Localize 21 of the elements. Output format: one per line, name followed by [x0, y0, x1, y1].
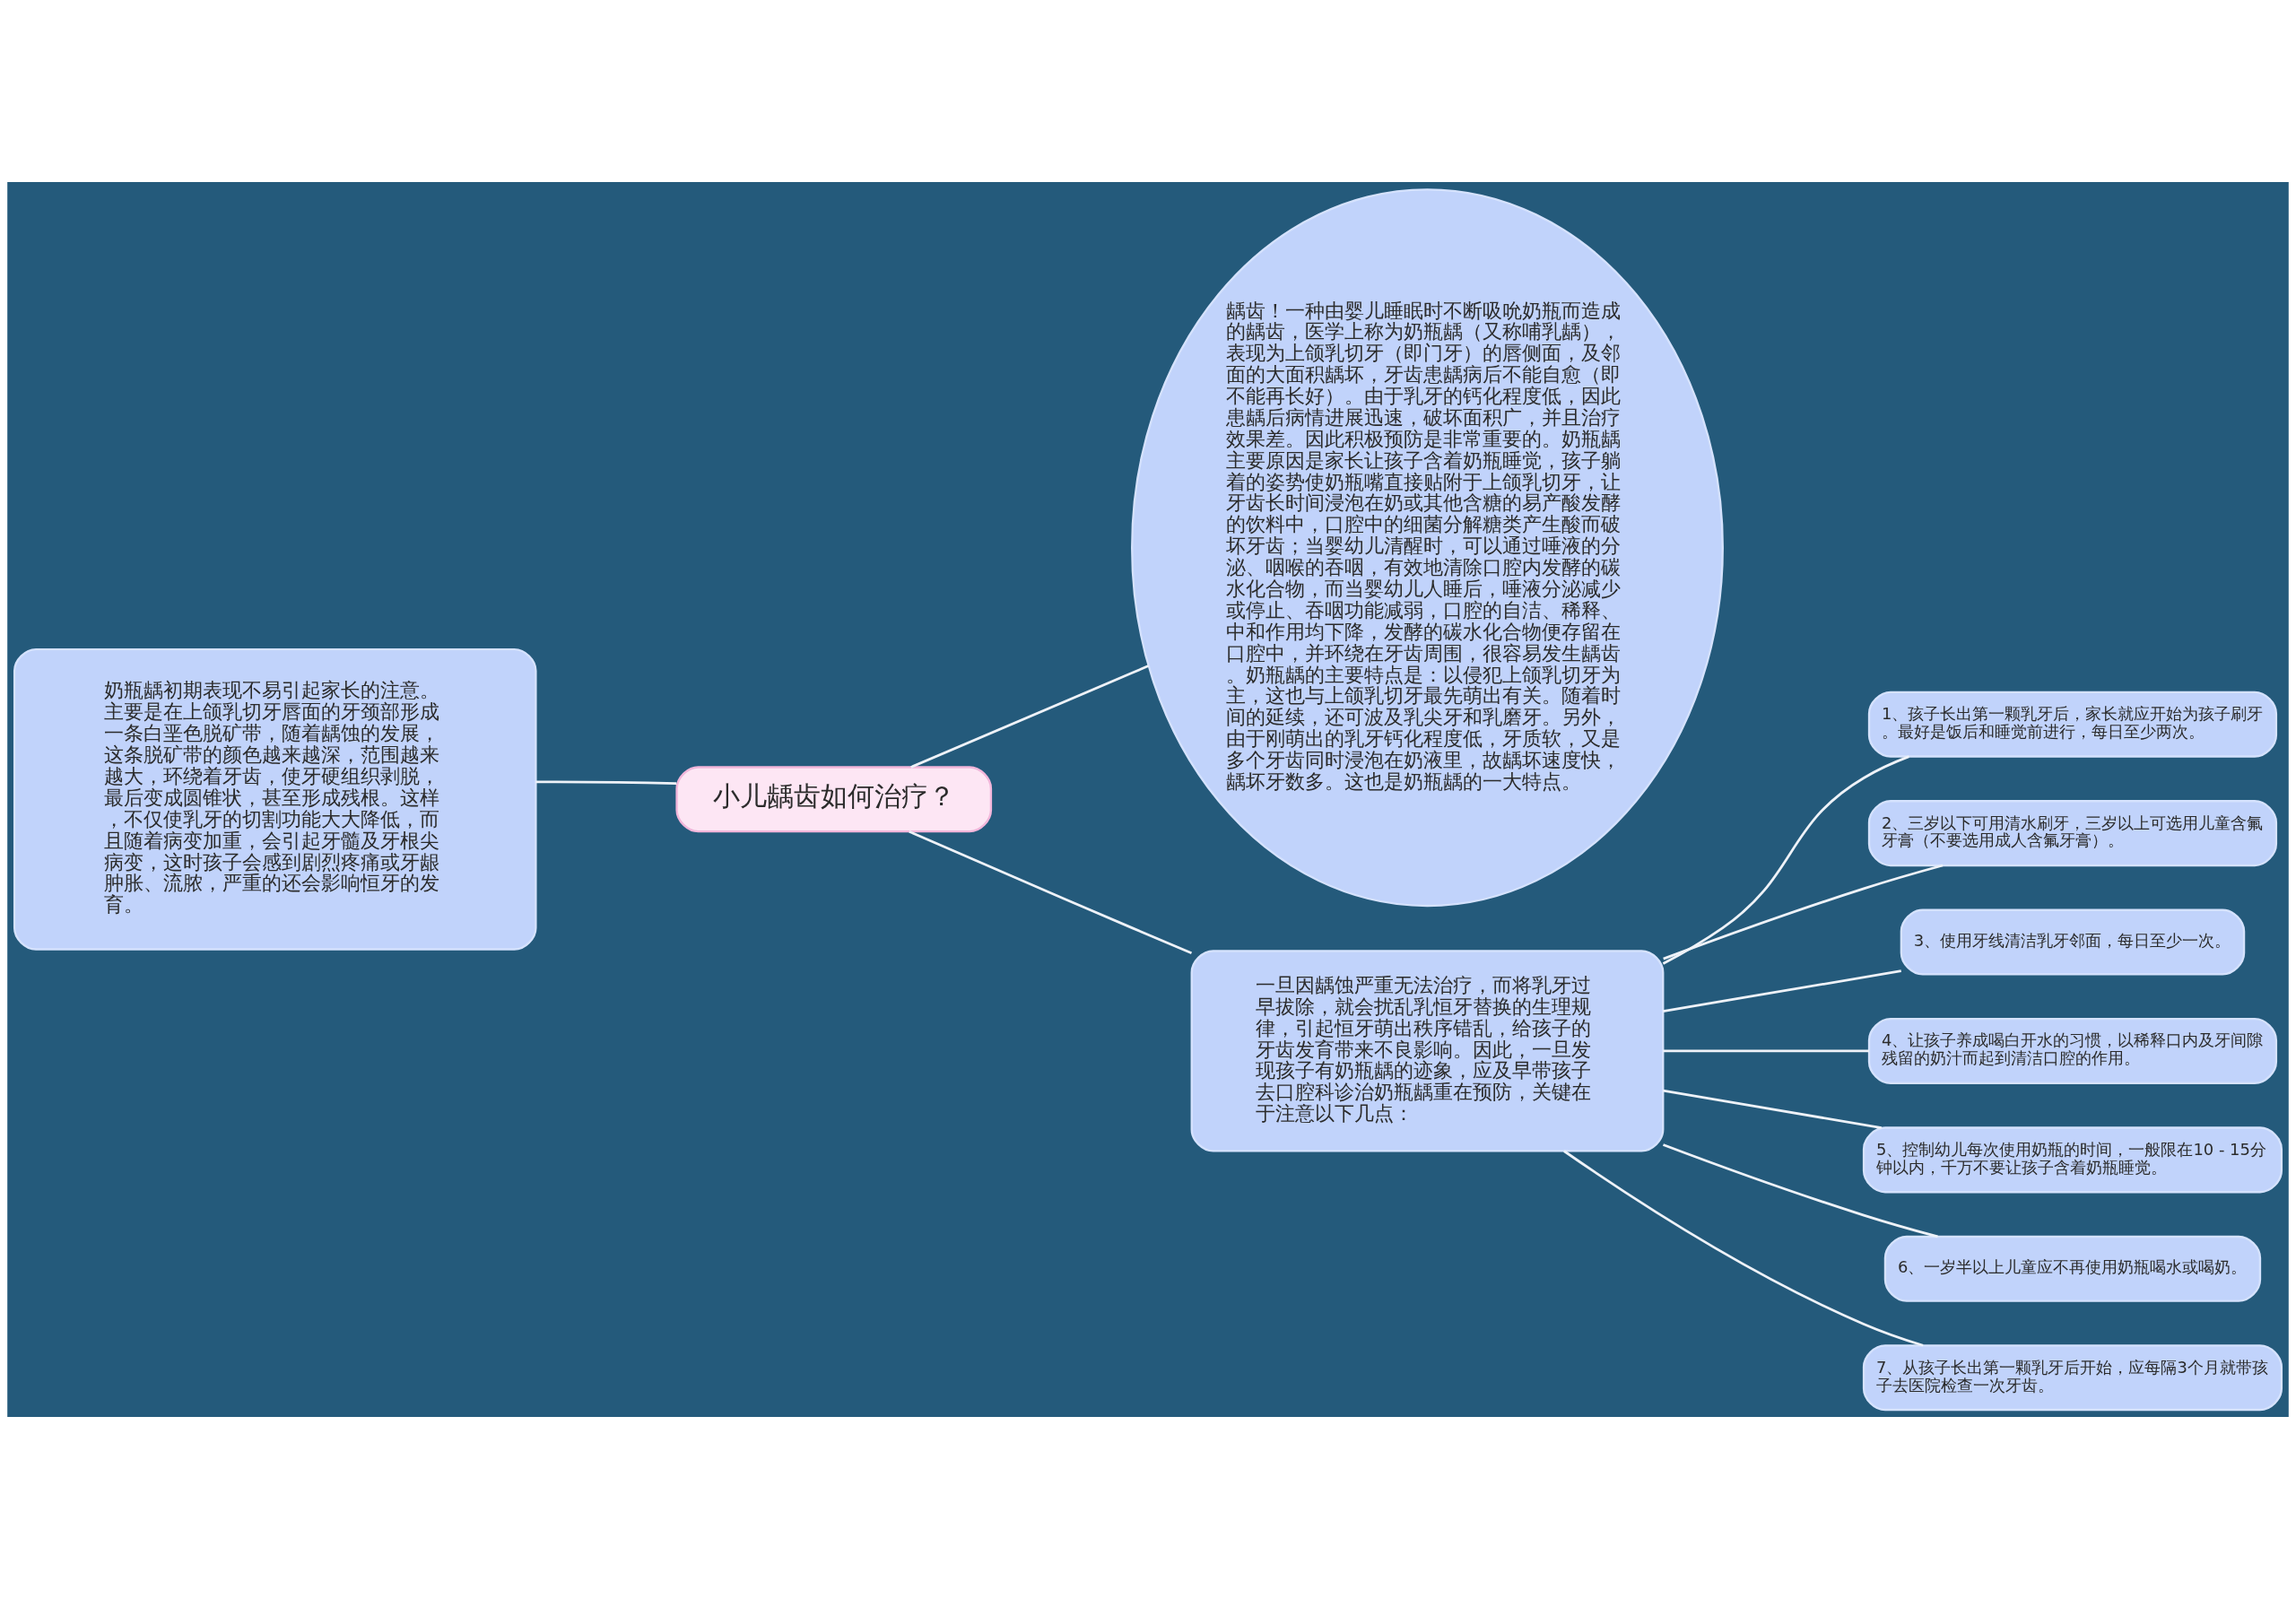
connector: [1663, 1089, 1882, 1129]
connector: [1663, 1049, 1869, 1053]
node-box: 4、让孩子养成喝白开水的习惯，以稀释口内及牙间隙残留的奶汁而起到清洁口腔的作用。: [1867, 1017, 2278, 1084]
connector: [1663, 864, 1944, 960]
node-box: 一旦因龋蚀严重无法治疗，而将乳牙过早拔除，就会扰乱乳恒牙替换的生理规律，引起恒牙萌出秩序错乱，给孩子的牙齿发育带来不良影响。因此，一旦发现孩子有奶瓶龋的迹象，应及早带孩子去口腔科诊治奶瓶龋重在预防，关键在于注意以下几点：: [1190, 950, 1665, 1152]
connector: [535, 780, 677, 786]
node-box: 5、控制幼儿每次使用奶瓶的时间，一般限在10 - 15分钟以内，千万不要让孩子含着奶瓶睡觉。: [1862, 1126, 2283, 1194]
node-box: 1、孩子长出第一颗乳牙后，家长就应开始为孩子刷牙。最好是饭后和睡觉前进行，每日至少两次。: [1867, 691, 2278, 758]
node-box: 6、一岁半以上儿童应不再使用奶瓶喝水或喝奶。: [1883, 1235, 2262, 1302]
connector: [910, 665, 1149, 769]
node-box: 小儿龋齿如何治疗？: [675, 766, 993, 833]
connector: [909, 830, 1193, 955]
connector: [1662, 755, 1909, 965]
node-ellipse: 龋齿！一种由婴儿睡眠时不断吸吮奶瓶而造成的龋齿，医学上称为奶瓶龋（又称哺乳龋），表现为上颌乳切牙（即门牙）的唇侧面，及邻面的大面积龋坏，牙齿患龋病后不能自愈（即不能再长好）。由于乳牙的钙化程度低，因此患龋后病情进展迅速，破坏面积广，并且治疗效果差。因此积极预防是非常重要的。奶瓶龋主要原因是家长让孩子含着奶瓶睡觉，孩子躺着的姿势使奶瓶嘴直接贴附于上颌乳切牙，让牙齿长时间浸泡在奶或其他含糖的易产酸发酵的饮料中，口腔中的细菌分解糖类产生酸而破坏牙齿；当婴幼儿清醒时，可以通过唾液的分泌、咽喉的吞咽，有效地清除口腔内发酵的碳水化合物，而当婴幼儿人睡后，唾液分泌减少或停止、吞咽功能减弱，口腔的自洁、稀释、中和作用均下降，发酵的碳水化合物便存留在口腔中，并环绕在牙齿周围，很容易发生龋齿。奶瓶龋的主要特点是：以侵犯上颌乳切牙为主，这也与上颌乳切牙最先萌出有关。随着时间的延续，还可波及乳尖牙和乳磨牙。另外，由于刚萌出的乳牙钙化程度低，牙质软，又是多个牙齿同时浸泡在奶液里，故龋坏速度快，龋坏牙数多。这也是奶瓶龋的一大特点。: [1131, 188, 1724, 908]
node-box: 7、从孩子长出第一颗乳牙后开始，应每隔3个月就带孩子去医院检查一次牙齿。: [1862, 1344, 2283, 1412]
connector: [1663, 969, 1901, 1013]
node-box: 2、三岁以下可用清水刷牙，三岁以上可选用儿童含氟牙膏（不要选用成人含氟牙膏）。: [1867, 800, 2278, 867]
connector: [1563, 1150, 1924, 1347]
connector: [1663, 1143, 1938, 1238]
node-box: 奶瓶龋初期表现不易引起家长的注意。主要是在上颌乳切牙唇面的牙颈部形成一条白垩色脱矿带，随着龋蚀的发展，这条脱矿带的颜色越来越深，范围越来越大，环绕着牙齿，使牙硬组织剥脱，最后变成圆锥状，甚至形成残根。这样，不仅使乳牙的切割功能大大降低，而且随着病变加重，会引起牙髓及牙根尖病变，这时孩子会感到剧烈疼痛或牙龈肿胀、流脓，严重的还会影响恒牙的发育。: [13, 647, 537, 951]
node-box: 3、使用牙线清洁乳牙邻面，每日至少一次。: [1900, 908, 2246, 976]
